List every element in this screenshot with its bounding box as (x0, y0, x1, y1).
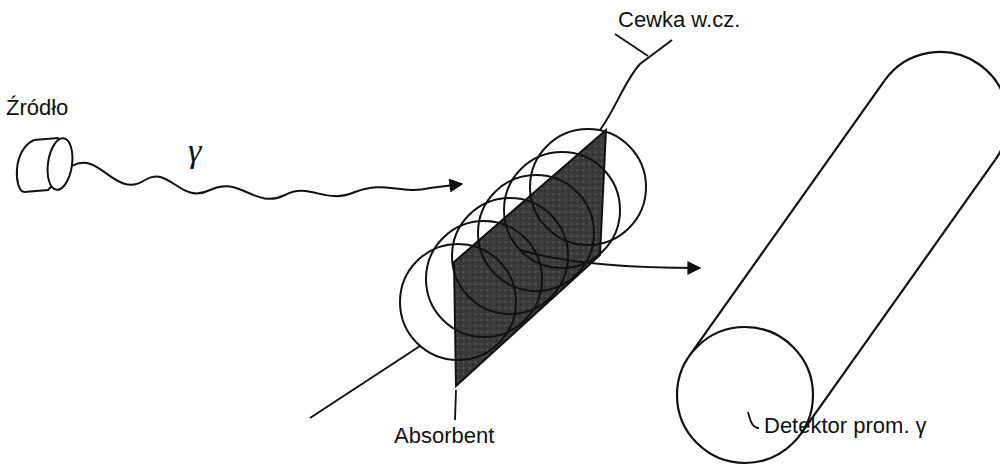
gamma-ray (72, 163, 462, 199)
source-label: Źródło (4, 96, 70, 120)
detector-label: Detektor prom. γ (762, 414, 929, 438)
coil-winding (426, 221, 542, 337)
leader-line (748, 412, 759, 428)
leader-line (455, 390, 456, 420)
coil-winding (530, 129, 646, 245)
coil-label: Cewka w.cz. (616, 8, 742, 32)
gamma-symbol: γ (186, 132, 203, 169)
detector-cylinder (677, 52, 1000, 463)
coil-winding (452, 198, 568, 314)
coil-winding (478, 175, 594, 291)
absorbent-label: Absorbent (392, 424, 496, 448)
transmitted-ray (520, 250, 700, 268)
rf-coil (400, 129, 646, 360)
leader-line (615, 34, 648, 56)
coil-lead (600, 40, 672, 130)
source-cylinder (17, 137, 76, 192)
coil-lead (310, 346, 420, 418)
coil-winding (400, 244, 516, 360)
